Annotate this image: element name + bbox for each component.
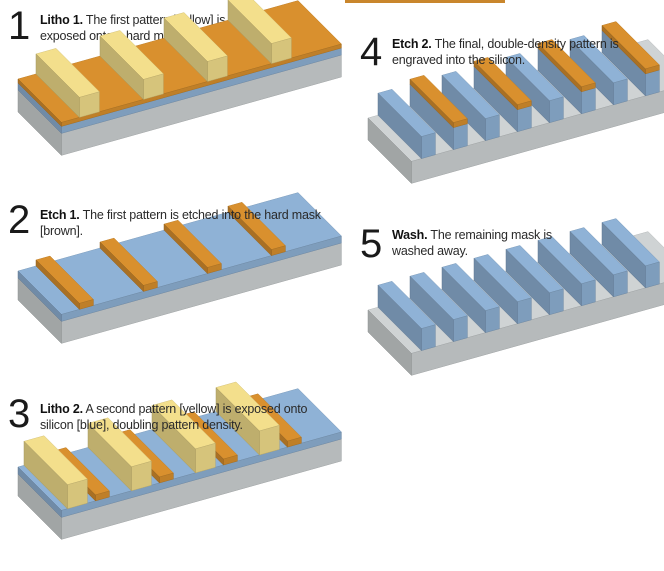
step-3-caption: Litho 2. A second pattern [yellow] is ex… [40, 401, 340, 433]
step5-fin-7-side [601, 221, 646, 289]
step4-fin-0-front [421, 132, 436, 159]
step2-brown-stripe-1-side [99, 241, 144, 293]
step5-fin-0-side [377, 284, 422, 352]
step3-yellow-stripe-3-side [151, 404, 196, 474]
step4-fin-5-front [581, 87, 596, 115]
step-2-description: The first pattern is etched into the har… [40, 208, 321, 238]
step2-brown-stripe-0-side [35, 259, 80, 310]
step5-fin-4-front [549, 288, 564, 316]
step2-brown-stripe-3-side [227, 205, 272, 257]
step4-brown-cap-0-side [409, 78, 454, 129]
step4-fin-7-front [645, 69, 660, 97]
step1-yellow-stripe-1-side [99, 35, 144, 101]
step1-yellow-stripe-0-side [35, 53, 80, 118]
step5-fin-6-side [569, 230, 614, 298]
step1-yellow-stripe-2-side [163, 17, 208, 83]
step-5-heading: Wash. [392, 228, 428, 242]
step5-fin-1-front [453, 315, 468, 342]
step4-brown-cap-2-side [537, 42, 582, 93]
step4-fin-4-front [549, 96, 564, 124]
step3-yellow-stripe-1-side [215, 386, 260, 456]
step4-fin-6-side [569, 38, 614, 106]
step5-fin-6-front [613, 270, 628, 298]
step3-yellow-stripe-7-side [23, 440, 68, 510]
step5-fin-2-side [441, 266, 486, 334]
step5-fin-0-front [421, 324, 436, 351]
step4-fin-6-front [613, 78, 628, 106]
step-5-description: The remaining mask is washed away. [392, 228, 552, 258]
step5-fin-1-side [409, 275, 454, 343]
step2-blue-layer-side [17, 270, 62, 323]
step5-fin-7-front [645, 261, 660, 289]
step2-brown-stripe-2-side [163, 223, 208, 275]
step4-fin-3-front [517, 105, 532, 133]
step5-fin-3-front [517, 297, 532, 325]
step-2-caption: Etch 1. The first pattern is etched into… [40, 207, 340, 239]
step4-silicon-side [367, 117, 412, 185]
step-1-number: 1 [8, 4, 31, 48]
step4-fin-4-side [505, 56, 550, 124]
step4-brown-cap-1-side [473, 60, 518, 111]
step3-blue-layer-side [17, 466, 62, 519]
step4-fin-0-side [377, 92, 422, 160]
step5-fin-5-side [537, 239, 582, 307]
step-4-description: The final, double-density pattern is eng… [392, 37, 619, 67]
step4-brown-cap-3-side [601, 24, 646, 75]
step-4-heading: Etch 2. [392, 37, 432, 51]
step1-yellow-stripe-3-side [227, 0, 272, 65]
step-5-number: 5 [360, 222, 383, 266]
step-1-heading: Litho 1. [40, 13, 83, 27]
step5-silicon-side [367, 309, 412, 377]
step5-fin-4-side [505, 248, 550, 316]
step-5-caption: Wash. The remaining mask is washed away. [392, 227, 592, 259]
top-edge-strip [345, 0, 505, 3]
step5-fin-5-front [581, 279, 596, 307]
step5-fin-2-front [485, 306, 500, 334]
step-3-description: A second pattern [yellow] is exposed ont… [40, 402, 308, 432]
step-4-number: 4 [360, 30, 383, 74]
step-3-heading: Litho 2. [40, 402, 83, 416]
step4-fin-1-front [453, 123, 468, 150]
step3-yellow-stripe-5-side [87, 422, 132, 492]
step-3-number: 3 [8, 392, 31, 436]
step-4-caption: Etch 2. The final, double-density patter… [392, 36, 632, 68]
step4-fin-2-front [485, 114, 500, 142]
step-2-number: 2 [8, 198, 31, 242]
step4-fin-2-side [441, 74, 486, 142]
step1-mask-layer-side [17, 78, 62, 128]
step5-fin-3-side [473, 257, 518, 325]
step-2-heading: Etch 1. [40, 208, 80, 222]
